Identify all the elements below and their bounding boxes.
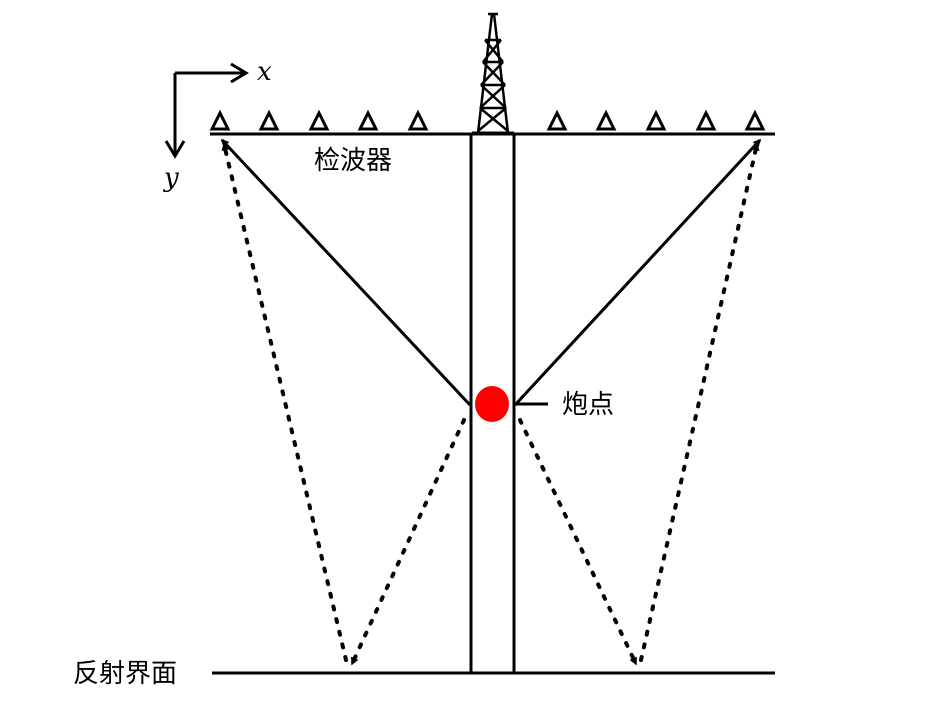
shot-point-marker (475, 386, 509, 422)
triangle-icon (546, 109, 568, 131)
direct-wave-rays (220, 138, 762, 407)
reflector-label: 反射界面 (73, 659, 177, 689)
reflected-ray-left-up (221, 142, 348, 662)
reflected-ray-left-down (350, 418, 466, 666)
receivers-label: 检波器 (314, 146, 392, 176)
direct-ray-right (513, 138, 762, 407)
reflected-ray-right-down (518, 418, 638, 666)
triangle-icon (308, 109, 330, 131)
triangle-icon (744, 109, 766, 131)
drilling-rig-icon (472, 12, 514, 135)
triangle-icon (407, 109, 429, 131)
y-axis-label: y (163, 163, 179, 193)
receiver-array (209, 109, 766, 131)
triangle-icon (695, 109, 717, 131)
triangle-icon (645, 109, 667, 131)
shot-point-label: 炮点 (562, 390, 614, 420)
triangle-icon (258, 109, 280, 131)
x-axis-arrowhead (230, 62, 249, 84)
reflected-wave-rays (221, 142, 760, 666)
triangle-icon (209, 109, 231, 131)
coordinate-axes: x y (163, 57, 272, 193)
x-axis-label: x (257, 57, 272, 87)
y-axis-arrowhead (164, 140, 186, 159)
direct-ray-left (220, 138, 472, 407)
triangle-icon (595, 109, 617, 131)
triangle-icon (357, 109, 379, 131)
reflected-ray-right-up (639, 142, 760, 662)
